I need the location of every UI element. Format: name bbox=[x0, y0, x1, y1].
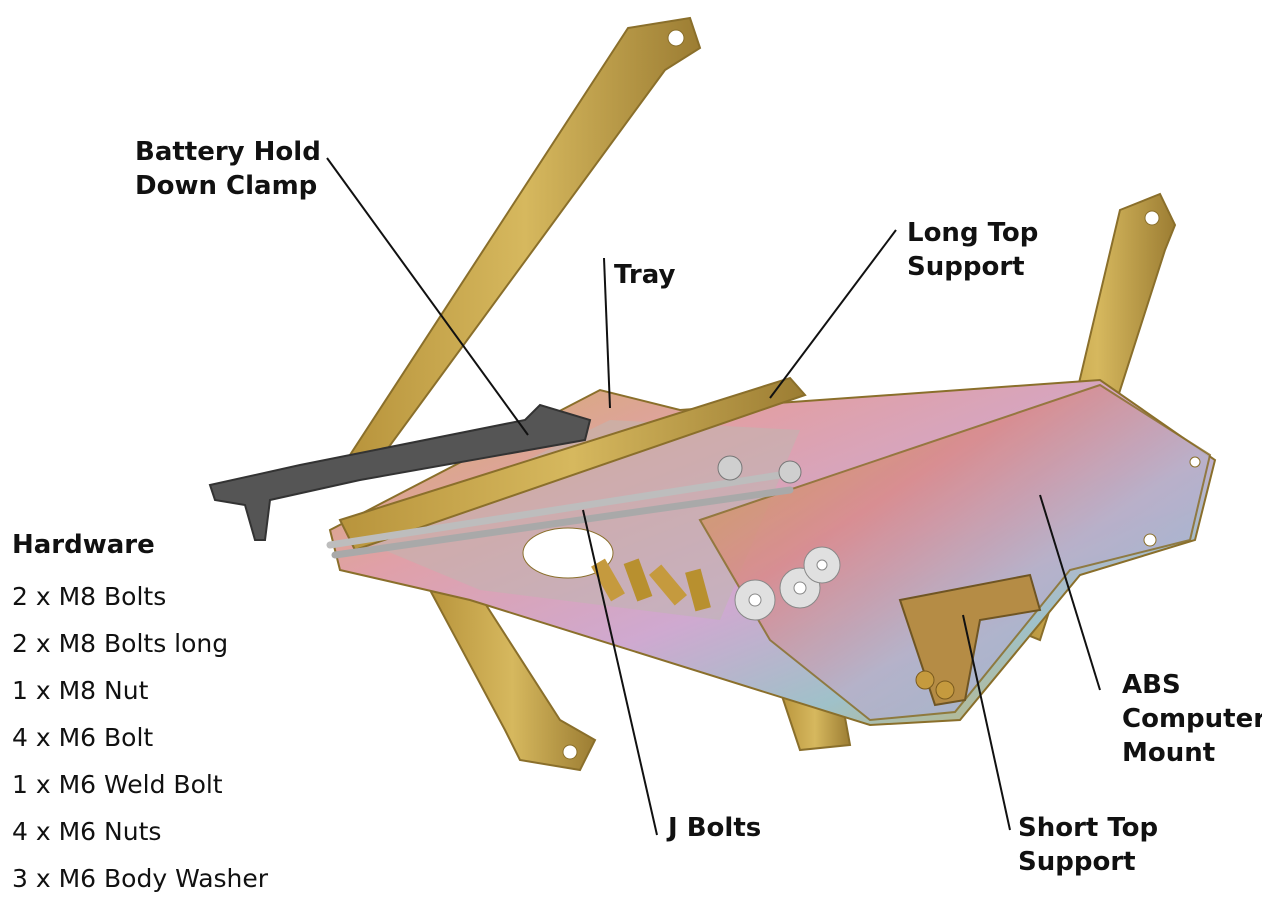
strap-hole bbox=[667, 29, 685, 47]
hardware-item: 2 x M8 Bolts long bbox=[12, 629, 229, 658]
j-bolt-rod bbox=[326, 471, 784, 549]
strap-hole bbox=[1144, 210, 1160, 226]
short-top-support-bracket bbox=[898, 573, 1042, 707]
mount-hole bbox=[1143, 533, 1157, 547]
hardware-item: 2 x M8 Bolts bbox=[12, 582, 167, 611]
leader-line-long-top-support bbox=[769, 229, 897, 399]
j-bolt-head bbox=[778, 460, 802, 484]
leader-line-short-top-support bbox=[962, 614, 1011, 831]
j-bolt-rod bbox=[331, 486, 794, 559]
mount-hole bbox=[1189, 456, 1201, 468]
hardware-title: Hardware bbox=[12, 530, 155, 560]
leg-hole bbox=[562, 744, 578, 760]
label-abs-mount: ABS Computer Mount bbox=[1122, 670, 1262, 768]
hardware-item: 4 x M6 Nuts bbox=[12, 817, 162, 846]
j-bolt-head bbox=[717, 455, 743, 481]
hardware-pile bbox=[591, 546, 955, 700]
label-tray: Tray bbox=[614, 260, 676, 290]
battery-clamp-part bbox=[208, 403, 592, 541]
hardware-item: 4 x M6 Bolt bbox=[12, 723, 154, 752]
label-battery-clamp: Battery Hold Down Clamp bbox=[135, 137, 321, 201]
leader-line-battery-clamp bbox=[326, 157, 529, 436]
label-j-bolts: J Bolts bbox=[668, 813, 762, 843]
leader-line-j-bolts bbox=[582, 509, 658, 836]
hardware-item: 1 x M8 Nut bbox=[12, 676, 149, 705]
hardware-item: 1 x M6 Weld Bolt bbox=[12, 770, 223, 799]
label-long-top-support: Long Top Support bbox=[907, 218, 1039, 282]
hardware-item: 3 x M6 Body Washer bbox=[12, 864, 269, 893]
leader-line-abs-mount bbox=[1039, 494, 1101, 691]
leader-line-tray bbox=[603, 257, 611, 409]
abs-mount-plate bbox=[698, 383, 1212, 722]
hardware-list: 2 x M8 Bolts 2 x M8 Bolts long 1 x M8 Nu… bbox=[12, 573, 268, 902]
label-short-top-support: Short Top Support bbox=[1018, 813, 1159, 877]
